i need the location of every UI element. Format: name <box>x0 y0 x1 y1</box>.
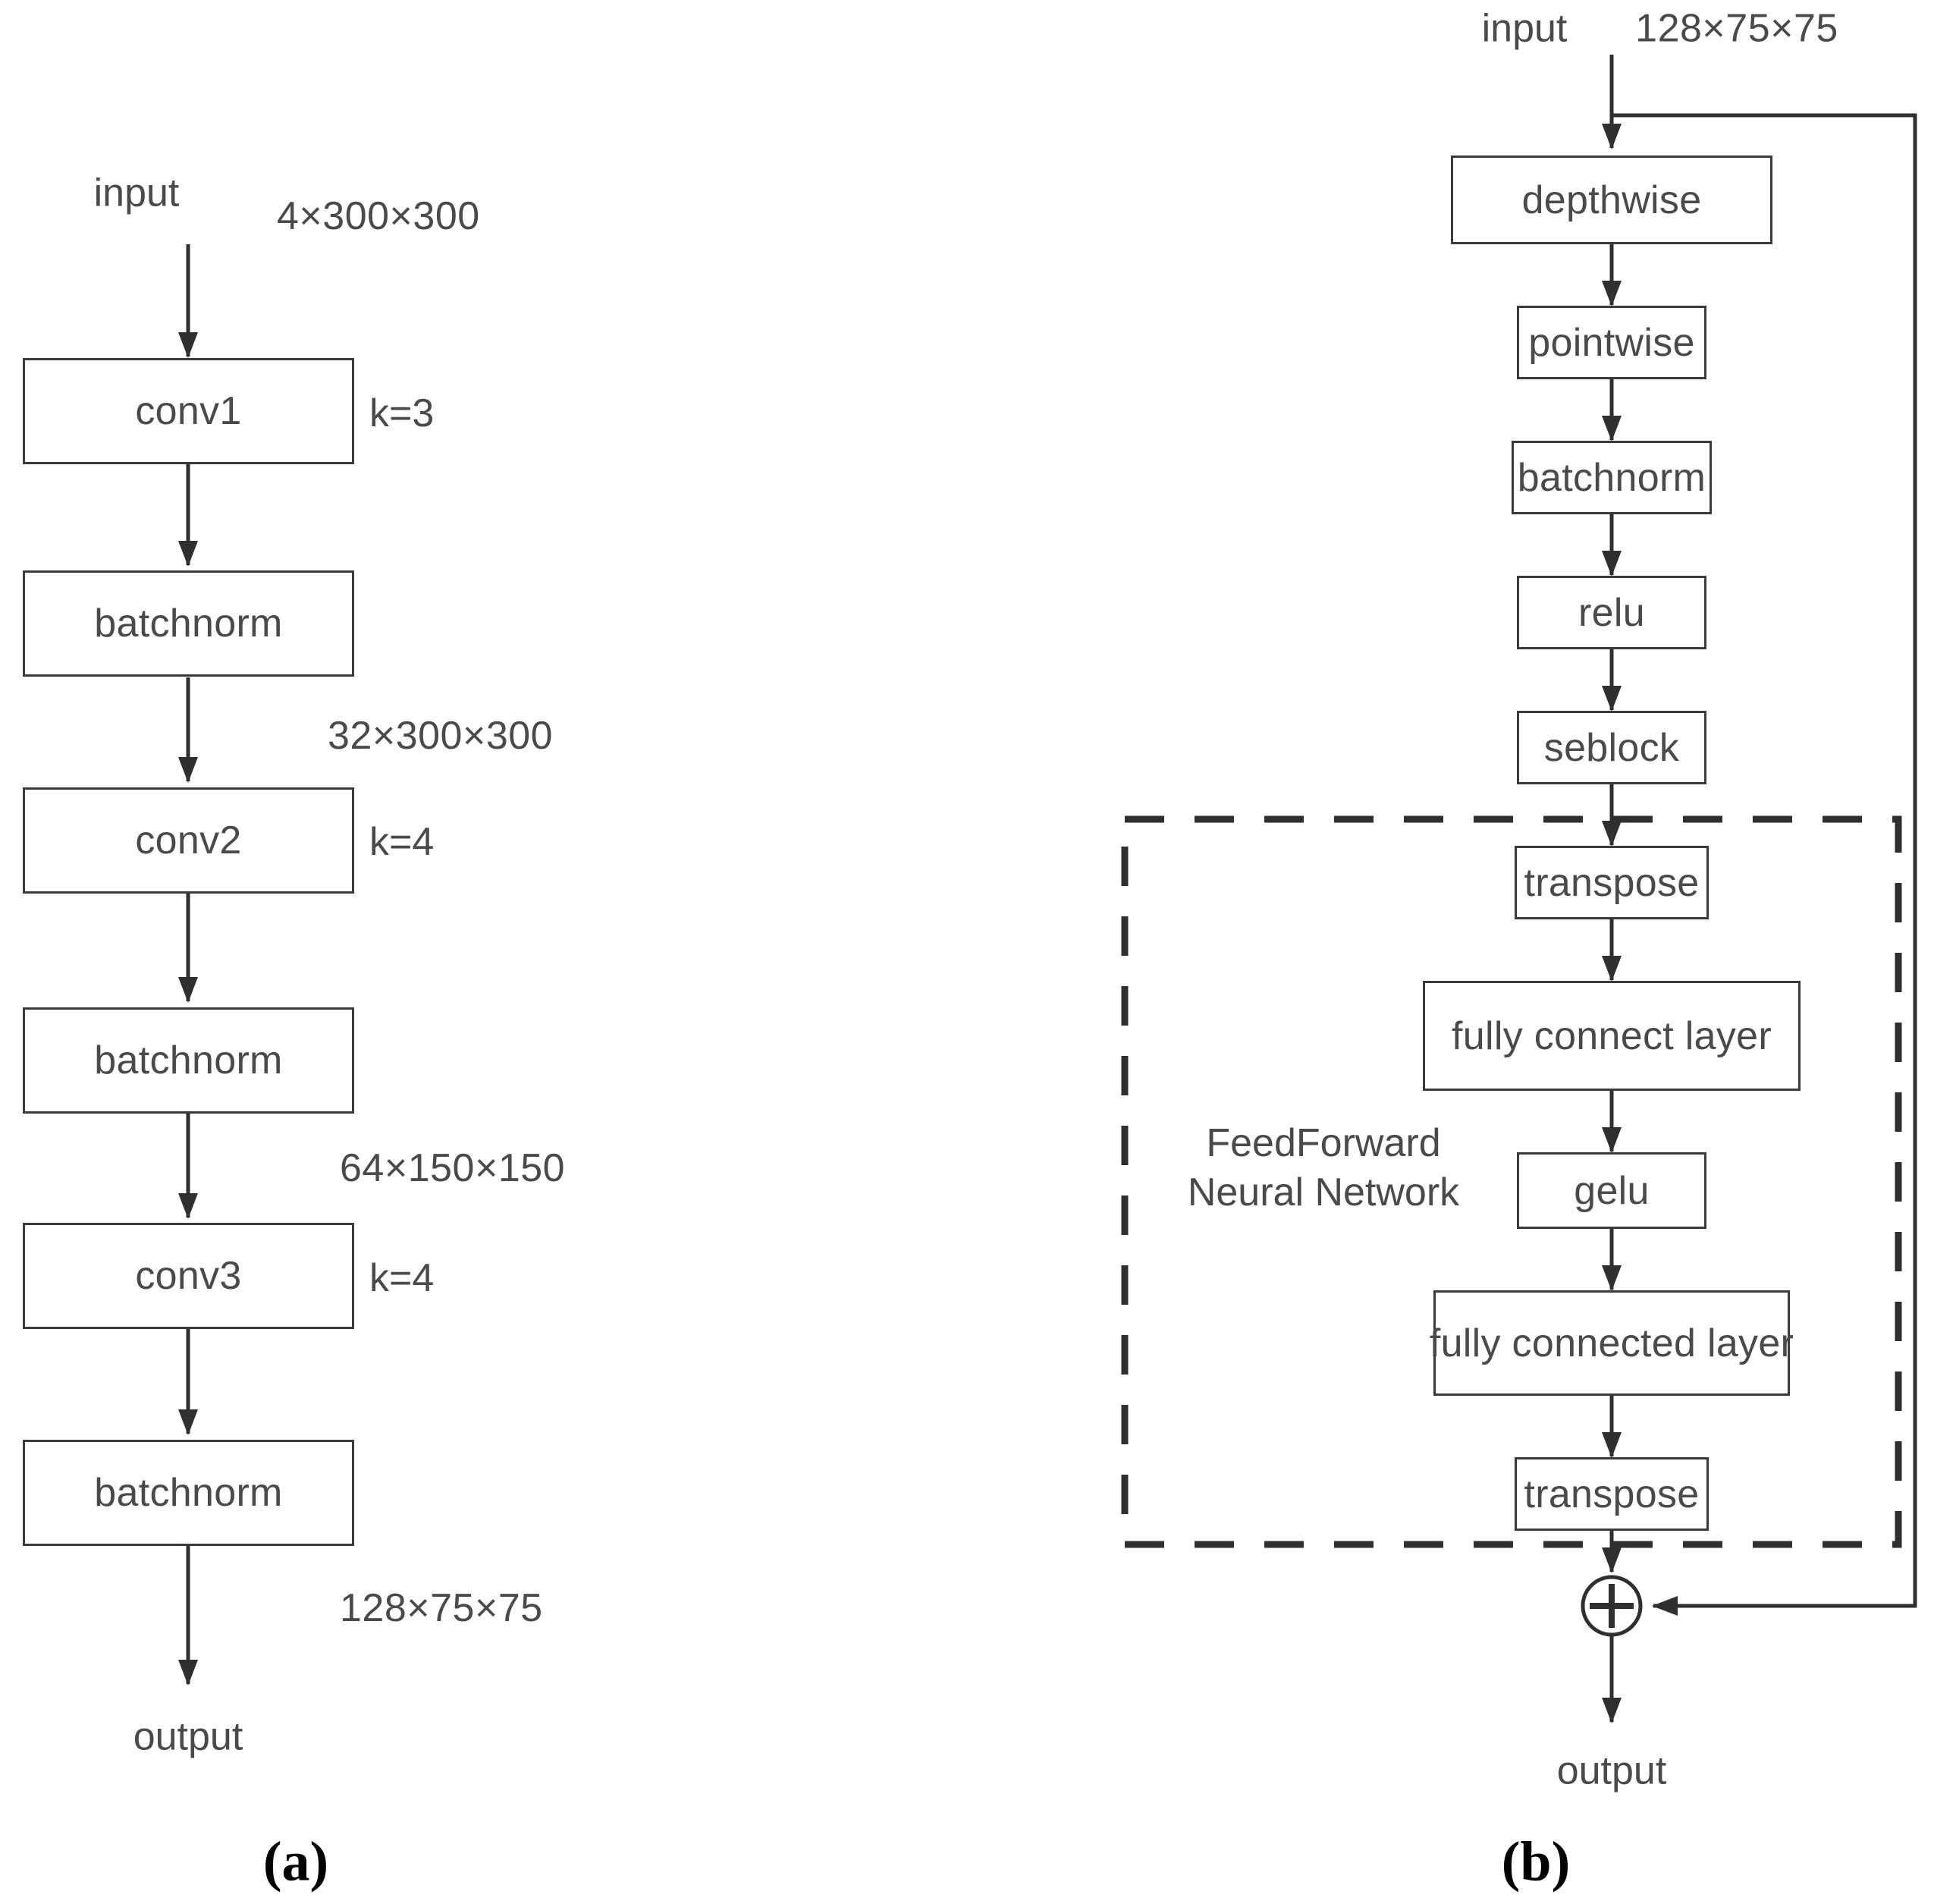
node-label: batchnorm <box>94 602 283 646</box>
panel-b-feedforward-group-label: FeedForward Neural Network <box>1187 1121 1460 1214</box>
panel-a-output-label: output <box>133 1714 243 1759</box>
node-label: conv3 <box>135 1254 242 1298</box>
panel-b-node-gelu[interactable]: gelu <box>1517 1152 1706 1229</box>
panel-b-node-depthwise[interactable]: depthwise <box>1451 156 1772 244</box>
node-label: batchnorm <box>94 1471 283 1515</box>
panel-a-node-conv2[interactable]: conv2 <box>23 787 354 894</box>
panel-a-node-batchnorm-3[interactable]: batchnorm <box>23 1440 354 1546</box>
panel-b-node-pointwise[interactable]: pointwise <box>1517 306 1706 379</box>
panel-b-node-fully-connected-layer[interactable]: fully connected layer <box>1430 1290 1794 1396</box>
panel-a-kernel-label-conv3: k=4 <box>369 1256 435 1300</box>
panel-a-kernel-label-conv2: k=4 <box>369 820 435 864</box>
add-node-circle <box>1581 1575 1643 1637</box>
panel-a-caption: (a) <box>262 1830 329 1893</box>
panel-a-node-conv3[interactable]: conv3 <box>23 1223 354 1329</box>
node-label: transpose <box>1524 860 1700 905</box>
node-label: pointwise <box>1528 320 1695 365</box>
node-label: conv1 <box>135 389 242 433</box>
panel-b-node-seblock[interactable]: seblock <box>1517 711 1706 784</box>
panel-b-node-batchnorm[interactable]: batchnorm <box>1512 441 1712 514</box>
panel-b-output-label: output <box>1556 1748 1667 1793</box>
panel-a-input-shape: 4×300×300 <box>277 194 480 238</box>
panel-a-edge-shape-3: 128×75×75 <box>340 1586 543 1630</box>
node-label: conv2 <box>135 818 242 862</box>
panel-a-edge-shape-2: 64×150×150 <box>340 1146 566 1190</box>
panel-a-input-label: input <box>93 171 180 215</box>
panel-a-kernel-label-conv1: k=3 <box>369 391 435 435</box>
node-label: relu <box>1578 590 1645 635</box>
node-label: gelu <box>1574 1168 1650 1213</box>
panel-b-node-fully-connect-layer[interactable]: fully connect layer <box>1423 981 1801 1091</box>
panel-a-node-batchnorm-1[interactable]: batchnorm <box>23 570 354 677</box>
panel-b-node-relu[interactable]: relu <box>1517 576 1706 649</box>
node-label: fully connect layer <box>1452 1013 1772 1058</box>
panel-b-node-transpose-1[interactable]: transpose <box>1515 846 1709 919</box>
node-label: batchnorm <box>94 1038 283 1082</box>
panel-a-edge-shape-1: 32×300×300 <box>328 714 554 758</box>
feedforward-group-box <box>1121 815 1902 1548</box>
panel-b-node-transpose-2[interactable]: transpose <box>1515 1457 1709 1531</box>
node-label: batchnorm <box>1517 455 1706 500</box>
node-label: seblock <box>1543 725 1680 770</box>
panel-b-input-shape: 128×75×75 <box>1635 6 1838 51</box>
panel-a-node-conv1[interactable]: conv1 <box>23 358 354 464</box>
node-label: depthwise <box>1521 178 1702 222</box>
node-label: fully connected layer <box>1429 1321 1794 1365</box>
panel-b-input-label: input <box>1481 6 1568 51</box>
node-label: transpose <box>1524 1472 1700 1516</box>
panel-a-node-batchnorm-2[interactable]: batchnorm <box>23 1007 354 1114</box>
panel-b-caption: (b) <box>1501 1830 1571 1893</box>
